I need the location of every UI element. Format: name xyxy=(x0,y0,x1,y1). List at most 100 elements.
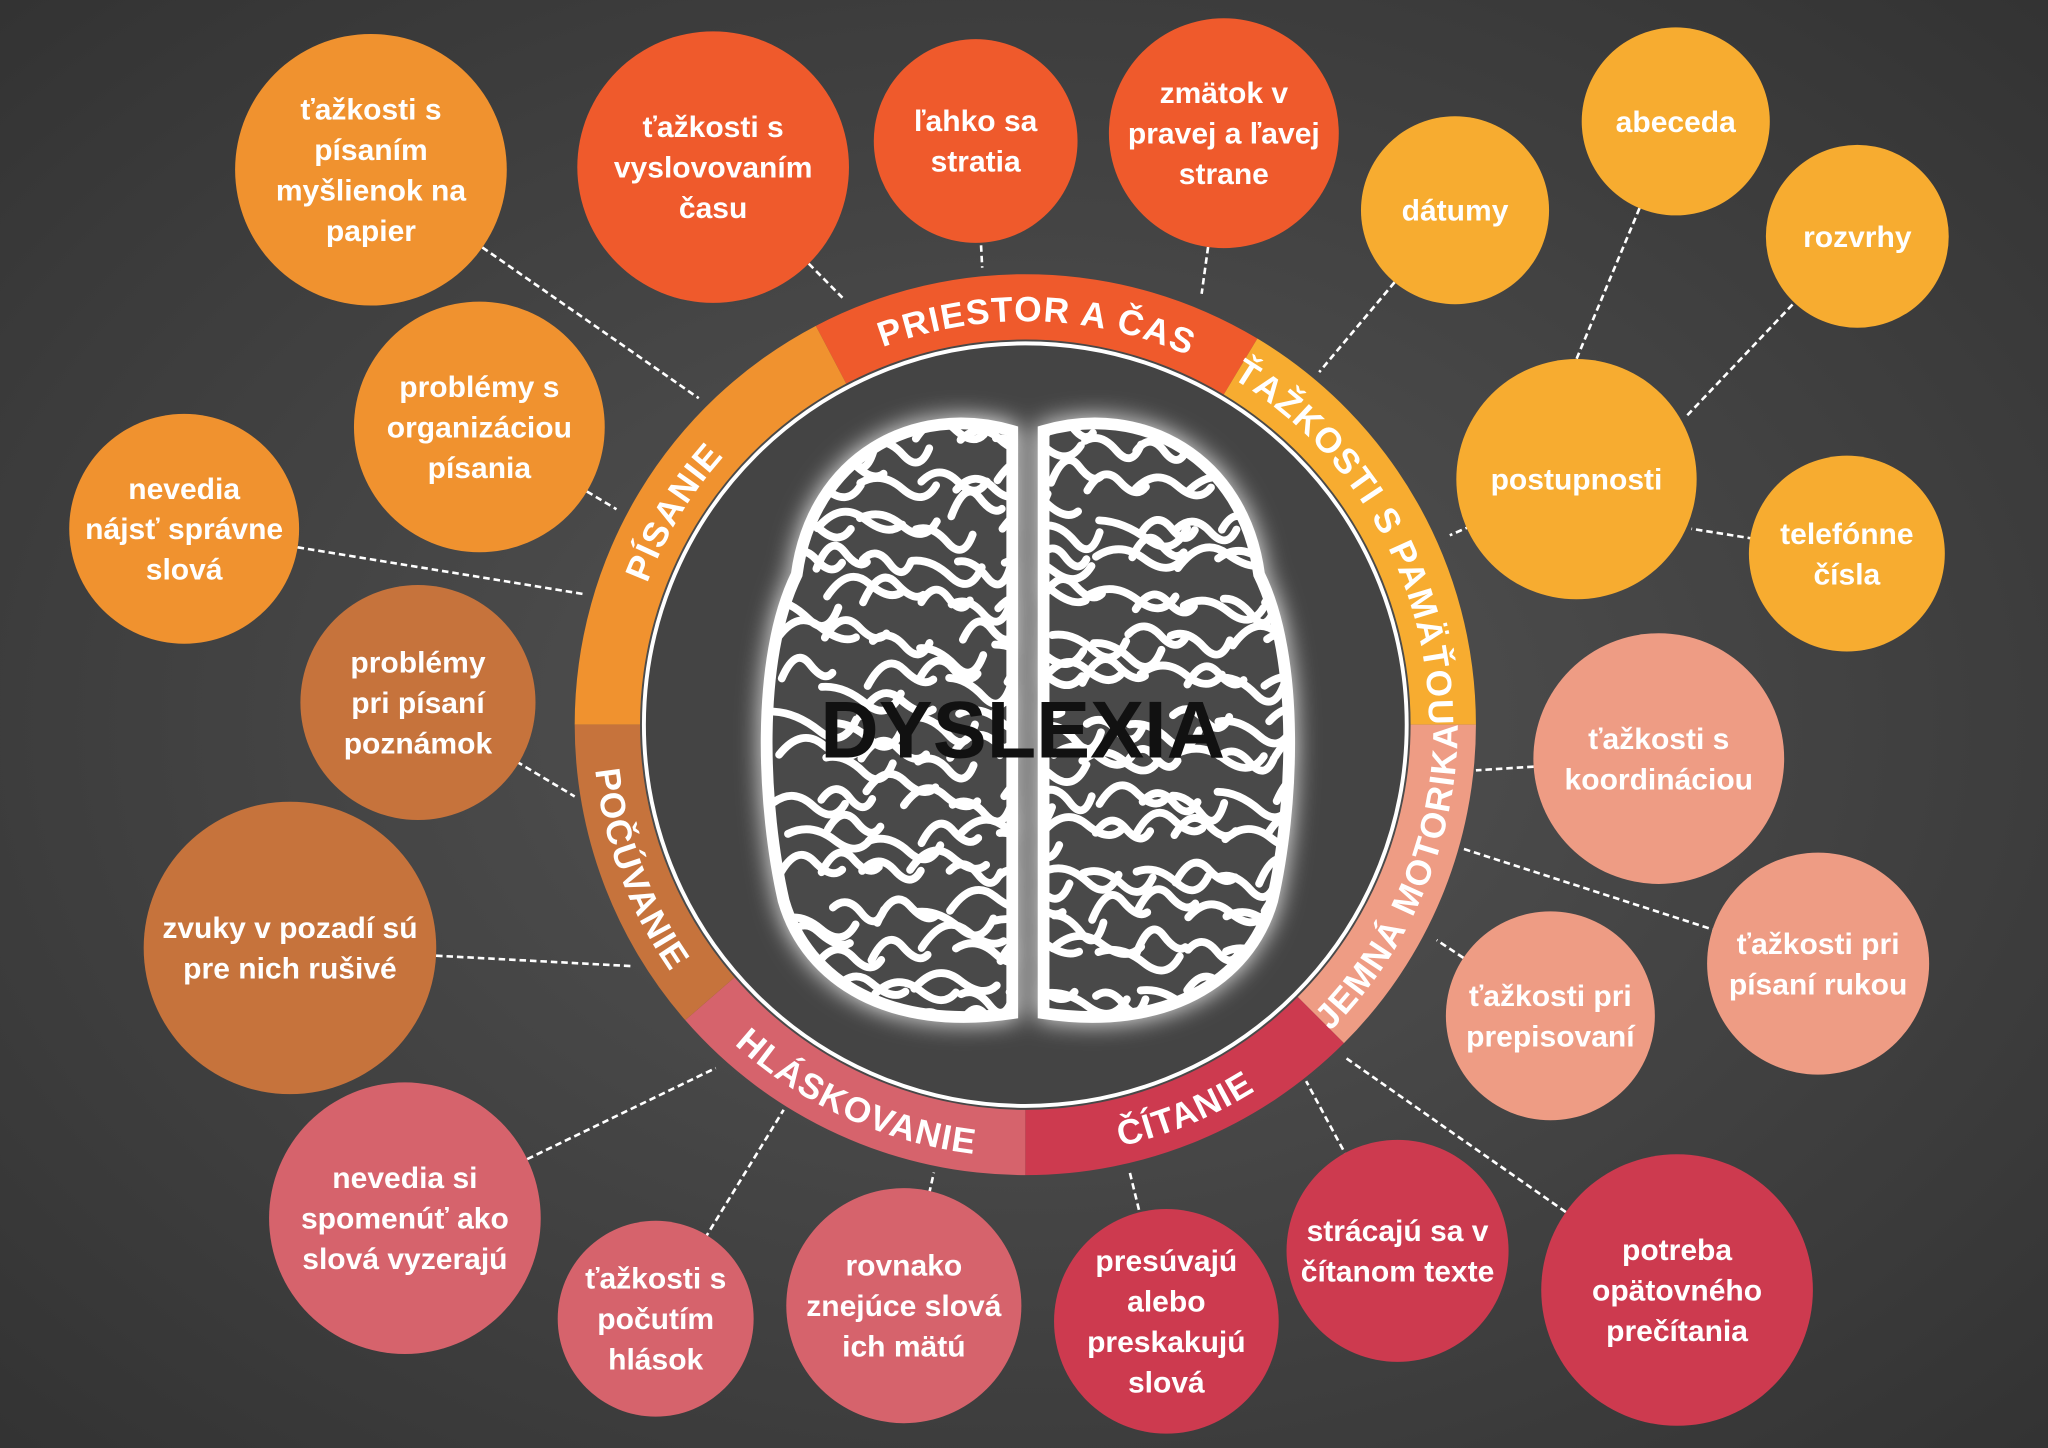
bubble-pocuvanie: zvuky v pozadí sú pre nich rušivé xyxy=(143,801,437,1095)
bubble-label-line: čísla xyxy=(1813,558,1880,591)
bubble-label-line: pravej a ľavej xyxy=(1128,118,1320,151)
bubble-motorika: ťažkosti s koordináciou xyxy=(1533,633,1785,884)
bubble-label-line: ťažkosti s xyxy=(1588,723,1729,756)
bubble-label-line: času xyxy=(679,192,747,225)
bubble-label-line: znejúce slová xyxy=(806,1290,1002,1323)
bubble-label-line: postupnosti xyxy=(1491,464,1663,497)
bubble-label-line: prepisovaní xyxy=(1466,1021,1636,1054)
bubble-label-line: slová vyzerajú xyxy=(302,1243,507,1276)
bubble-label-line: poznámok xyxy=(344,727,493,760)
bubble-label-line: čítanom texte xyxy=(1301,1256,1495,1289)
bubble-circle xyxy=(269,1082,541,1354)
connector-line xyxy=(1475,757,1659,772)
ring-segment-hlaskovanie xyxy=(685,977,1026,1176)
bubble-pamat: rozvrhy xyxy=(1765,144,1949,328)
bubble-motorika: ťažkosti pri písaní rukou xyxy=(1707,852,1930,1075)
bubble-hlaskovanie: rovnako znejúce slová ich mätú xyxy=(786,1188,1022,1424)
bubble-priestor: ťažkosti s vyslovovaním času xyxy=(577,31,849,303)
bubble-label-line: písaním xyxy=(314,134,427,167)
bubble-label-line: strane xyxy=(1179,158,1269,191)
bubble-pamat: abeceda xyxy=(1581,27,1770,216)
bubble-label-line: vyslovovaním xyxy=(614,152,813,185)
diagram-title: DYSLEXIA xyxy=(820,685,1225,775)
bubble-circle xyxy=(1286,1139,1509,1362)
bubble-label-line: problémy s xyxy=(399,371,559,404)
bubble-circle xyxy=(1108,18,1339,249)
bubble-circle xyxy=(557,1220,754,1417)
bubble-label-line: koordináciou xyxy=(1565,763,1753,796)
bubble-circle xyxy=(1533,633,1785,884)
bubble-label-line: ťažkosti s xyxy=(585,1263,726,1296)
bubble-circle xyxy=(1360,116,1550,305)
bubble-label-line: zvuky v pozadí sú xyxy=(162,912,417,945)
bubble-label-line: papier xyxy=(326,215,416,248)
bubble-circle xyxy=(1581,27,1770,216)
bubble-label-line: hlások xyxy=(608,1344,703,1377)
bubble-label: zvuky v pozadí sú pre nich rušivé xyxy=(162,912,417,985)
ring-segment-pisanie xyxy=(574,325,847,725)
bubble-label-line: potreba xyxy=(1622,1234,1732,1267)
bubble-circle xyxy=(1765,144,1949,328)
bubble-priestor: zmätok v pravej a ľavej strane xyxy=(1108,18,1339,249)
bubble-label-line: ľahko sa xyxy=(914,105,1038,138)
bubble-label-line: alebo xyxy=(1127,1286,1205,1319)
bubble-label-line: počutím xyxy=(597,1303,714,1336)
bubble-label: rozvrhy xyxy=(1803,221,1912,254)
bubble-label: ľahko sa stratia xyxy=(914,105,1038,178)
bubble-circle xyxy=(786,1188,1022,1424)
bubble-circle xyxy=(577,31,849,303)
bubble-label-line: ťažkosti pri xyxy=(1737,928,1900,961)
bubble-label-line: písania xyxy=(428,452,532,485)
bubble-label-line: rovnako xyxy=(845,1250,962,1283)
bubble-label-line: myšlienok na xyxy=(276,174,467,207)
bubble-label-line: abeceda xyxy=(1616,106,1736,139)
bubble-label: postupnosti xyxy=(1491,464,1663,497)
bubble-label-line: nevedia xyxy=(128,473,240,506)
bubble-label-line: zmätok v xyxy=(1160,77,1289,110)
bubble-circle xyxy=(353,301,605,553)
brain-icon xyxy=(760,417,1296,1023)
bubble-circle xyxy=(69,413,300,644)
bubble-label-line: ich mätú xyxy=(842,1331,965,1364)
bubble-circle xyxy=(873,39,1078,243)
bubble-label-line: stratia xyxy=(931,146,1021,179)
bubble-label-line: pri písaní xyxy=(351,687,486,720)
bubble-circle xyxy=(235,33,507,306)
connector-line xyxy=(417,701,576,798)
bubble-circle xyxy=(1707,852,1930,1075)
bubble-label: ťažkosti s vyslovovaním času xyxy=(614,111,813,225)
bubbles: ťažkosti s písaním myšlienok na papier ťažko… xyxy=(69,18,1949,1434)
bubble-priestor: ľahko sa stratia xyxy=(873,39,1078,243)
bubble-label-line: ťažkosti s xyxy=(643,111,784,144)
ring-segment-motorika xyxy=(1297,724,1476,1044)
bubble-pamat: dátumy xyxy=(1360,116,1550,305)
bubble-label-line: prečítania xyxy=(1606,1315,1748,1348)
bubble-label-line: nevedia si xyxy=(332,1162,477,1195)
bubble-label: ťažkosti s počutím hlások xyxy=(585,1263,726,1377)
ring-segment-citanie xyxy=(1025,997,1344,1176)
ring-segment-priestor xyxy=(815,274,1258,395)
bubble-label-line: pre nich rušivé xyxy=(183,953,397,986)
bubble-circle xyxy=(143,801,437,1095)
bubble-label-line: slová xyxy=(1128,1367,1205,1400)
bubble-label-line: presúvajú xyxy=(1095,1245,1237,1278)
bubble-label-line: písaní rukou xyxy=(1729,968,1907,1001)
bubble-label: dátumy xyxy=(1402,195,1509,228)
bubble-label-line: dátumy xyxy=(1402,195,1509,228)
bubble-circle xyxy=(1054,1209,1279,1434)
bubble-label-line: organizáciou xyxy=(387,411,572,444)
